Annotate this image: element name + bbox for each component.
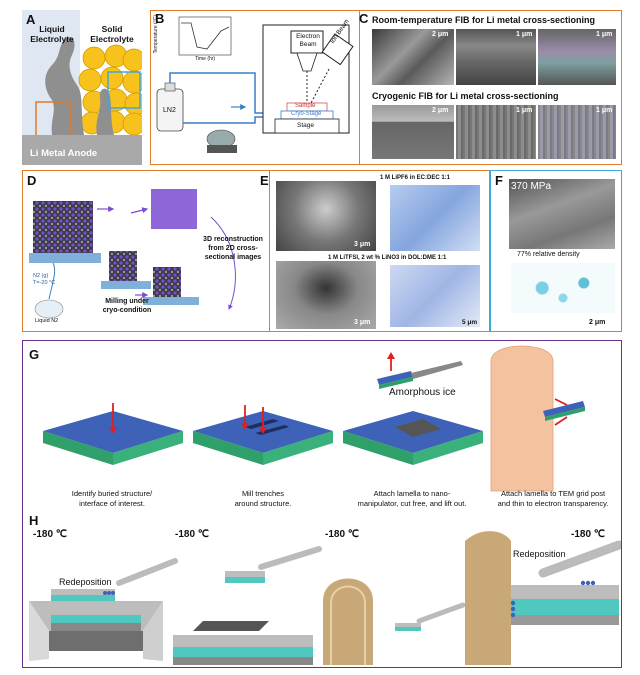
electrolyte-condition-2: 1 M LiTFSI, 2 wt % LiNO3 in DOL:DME 1:1 xyxy=(328,255,447,261)
stage-label: Stage xyxy=(297,122,314,129)
step-2-label: Mill trenches around structure. xyxy=(234,489,292,508)
panel-g-label: G xyxy=(29,347,40,362)
panel-a-label: A xyxy=(26,12,36,27)
solid-electrolyte-label: Solid Electrolyte xyxy=(90,24,134,44)
liquid-electrolyte-label: Liquid Electrolyte xyxy=(30,24,74,44)
rt-scale-1: 2 μm xyxy=(432,31,449,38)
rt-scale-2: 1 μm xyxy=(516,31,533,38)
ln2-label: LN2 xyxy=(163,107,176,114)
rt-sem-1 xyxy=(372,29,454,85)
e-sem-2 xyxy=(276,261,376,329)
rt-fib-title: Room-temperature FIB for Li metal cross-… xyxy=(372,15,596,25)
panel-f-label: F xyxy=(495,173,503,188)
panel-c-label: C xyxy=(359,11,369,26)
lamella-workflow xyxy=(43,345,585,492)
panel-e-label: E xyxy=(260,173,269,188)
density-label: 77% relative density xyxy=(517,251,580,258)
rt-sem-3 xyxy=(538,29,616,85)
panel-h-label: H xyxy=(29,513,39,528)
milling-label: Milling under cryo-condition xyxy=(102,298,152,314)
e-scale-3: 5 μm xyxy=(462,319,478,326)
cryo-scale-1: 2 μm xyxy=(432,107,449,114)
panel-f: F 370 MPa 77% relative density 2 μm xyxy=(490,170,622,332)
temp-1: -180 ℃ xyxy=(33,529,68,540)
liquid-n2-label: Liquid N2 xyxy=(35,318,59,324)
cryo-stage-label: Cryo-Stage xyxy=(291,111,322,117)
li-metal-anode-label: Li Metal Anode xyxy=(30,148,98,159)
cryo-sem-2 xyxy=(456,105,536,159)
panel-a: A Liquid Electrolyte Solid Electrolyte L… xyxy=(22,10,142,165)
plot-xlabel: Time (hr) xyxy=(195,56,216,62)
pressure-label: 370 MPa xyxy=(511,181,552,192)
n2-gas-label: N2 (g) T=-20 °C xyxy=(33,273,56,286)
rt-sem-2 xyxy=(456,29,536,85)
e-sem-1 xyxy=(276,181,376,251)
cryo-reconstruction-illustration xyxy=(29,189,236,319)
panel-b: B Temperature (°C) Time (hr) LN2 Electro… xyxy=(150,10,360,165)
electrolyte-illustration xyxy=(22,37,142,165)
cryo-scale-2: 1 μm xyxy=(516,107,533,114)
panel-b-label: B xyxy=(155,11,165,26)
amorphous-ice-label: Amorphous ice xyxy=(389,387,456,398)
e-scale-1: 3 μm xyxy=(354,241,371,248)
panel-e: E 1 M LiPF6 in EC:DEC 1:1 3 μm 1 M LiTFS… xyxy=(260,170,490,332)
cryo-sem-1 xyxy=(372,105,454,159)
electrolyte-condition-1: 1 M LiPF6 in EC:DEC 1:1 xyxy=(380,175,451,181)
panel-d-label: D xyxy=(27,173,37,188)
reconstruction-label: 3D reconstruction from 2D cross- section… xyxy=(203,236,263,261)
temp-3: -180 ℃ xyxy=(325,529,360,540)
redeposition-label-2: Redeposition xyxy=(513,549,566,559)
cryo-fib-schematic xyxy=(156,16,354,153)
cryo-sem-3 xyxy=(538,105,616,159)
temp-4: -180 ℃ xyxy=(571,529,606,540)
f-sem xyxy=(509,179,615,249)
f-scale: 2 μm xyxy=(589,319,606,326)
temp-2: -180 ℃ xyxy=(175,529,210,540)
electron-beam-label: Electron Beam xyxy=(296,33,320,48)
e-3d-render-1 xyxy=(390,185,480,251)
cryo-scale-3: 1 μm xyxy=(596,107,613,114)
step-3-label: Attach lamella to nano- manipulator, cut… xyxy=(357,489,467,508)
cryo-fib-title: Cryogenic FIB for Li metal cross-section… xyxy=(372,91,559,101)
step-4-label: Attach lamella to TEM grid post and thin… xyxy=(497,489,609,508)
f-3d-render xyxy=(511,263,615,313)
rt-scale-3: 1 μm xyxy=(596,31,613,38)
panel-c: C Room-temperature FIB for Li metal cros… xyxy=(359,10,622,165)
cryo-liftout-renders xyxy=(29,531,621,665)
panel-gh: G Amorphous ice Iden xyxy=(22,340,622,668)
sample-label: Sample xyxy=(295,103,316,109)
e-3d-render-2 xyxy=(390,265,480,327)
e-scale-2: 3 μm xyxy=(354,319,371,326)
step-1-label: Identify buried structure/ interface of … xyxy=(71,489,153,508)
redeposition-label-1: Redeposition xyxy=(59,577,112,587)
panel-d: D N2 (g) T=-20 °C Liquid N2 Milling unde… xyxy=(22,170,270,332)
plot-ylabel: Temperature (°C) xyxy=(153,15,159,54)
